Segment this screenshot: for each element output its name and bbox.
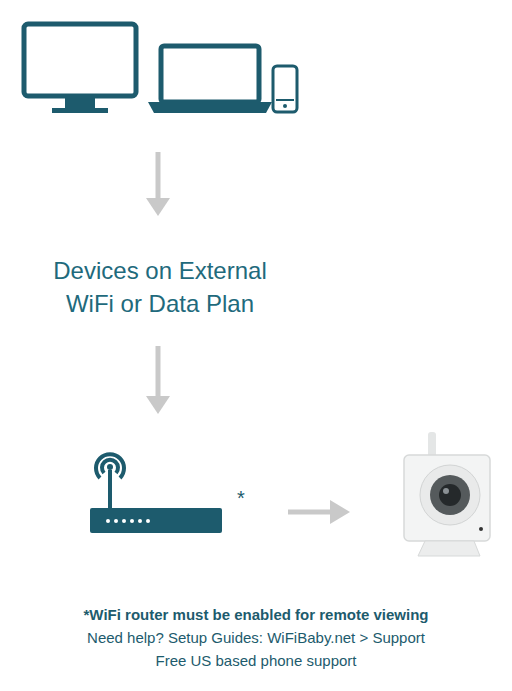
help-text: Need help? Setup Guides: WiFiBaby.net > … bbox=[0, 628, 512, 648]
right-arrow bbox=[288, 510, 334, 515]
router-icon bbox=[90, 454, 222, 533]
arrow-head bbox=[146, 396, 170, 414]
laptop-screen bbox=[161, 46, 259, 102]
arrow-head bbox=[146, 198, 170, 216]
arrow-head bbox=[330, 500, 350, 524]
laptop-base bbox=[148, 102, 272, 113]
footnote-text: *WiFi router must be enabled for remote … bbox=[0, 605, 512, 625]
down-arrow bbox=[156, 346, 161, 400]
down-arrow bbox=[156, 152, 161, 202]
phone-icon bbox=[273, 66, 297, 112]
phone-button bbox=[283, 104, 287, 108]
step-text: Devices on External WiFi or Data Plan bbox=[30, 254, 290, 320]
phone-line bbox=[276, 99, 294, 101]
monitor-base bbox=[52, 108, 108, 113]
support-text: Free US based phone support bbox=[0, 651, 512, 671]
footnote-mark: * bbox=[231, 486, 251, 510]
monitor-icon bbox=[24, 24, 136, 96]
camera-illustration bbox=[404, 432, 490, 556]
